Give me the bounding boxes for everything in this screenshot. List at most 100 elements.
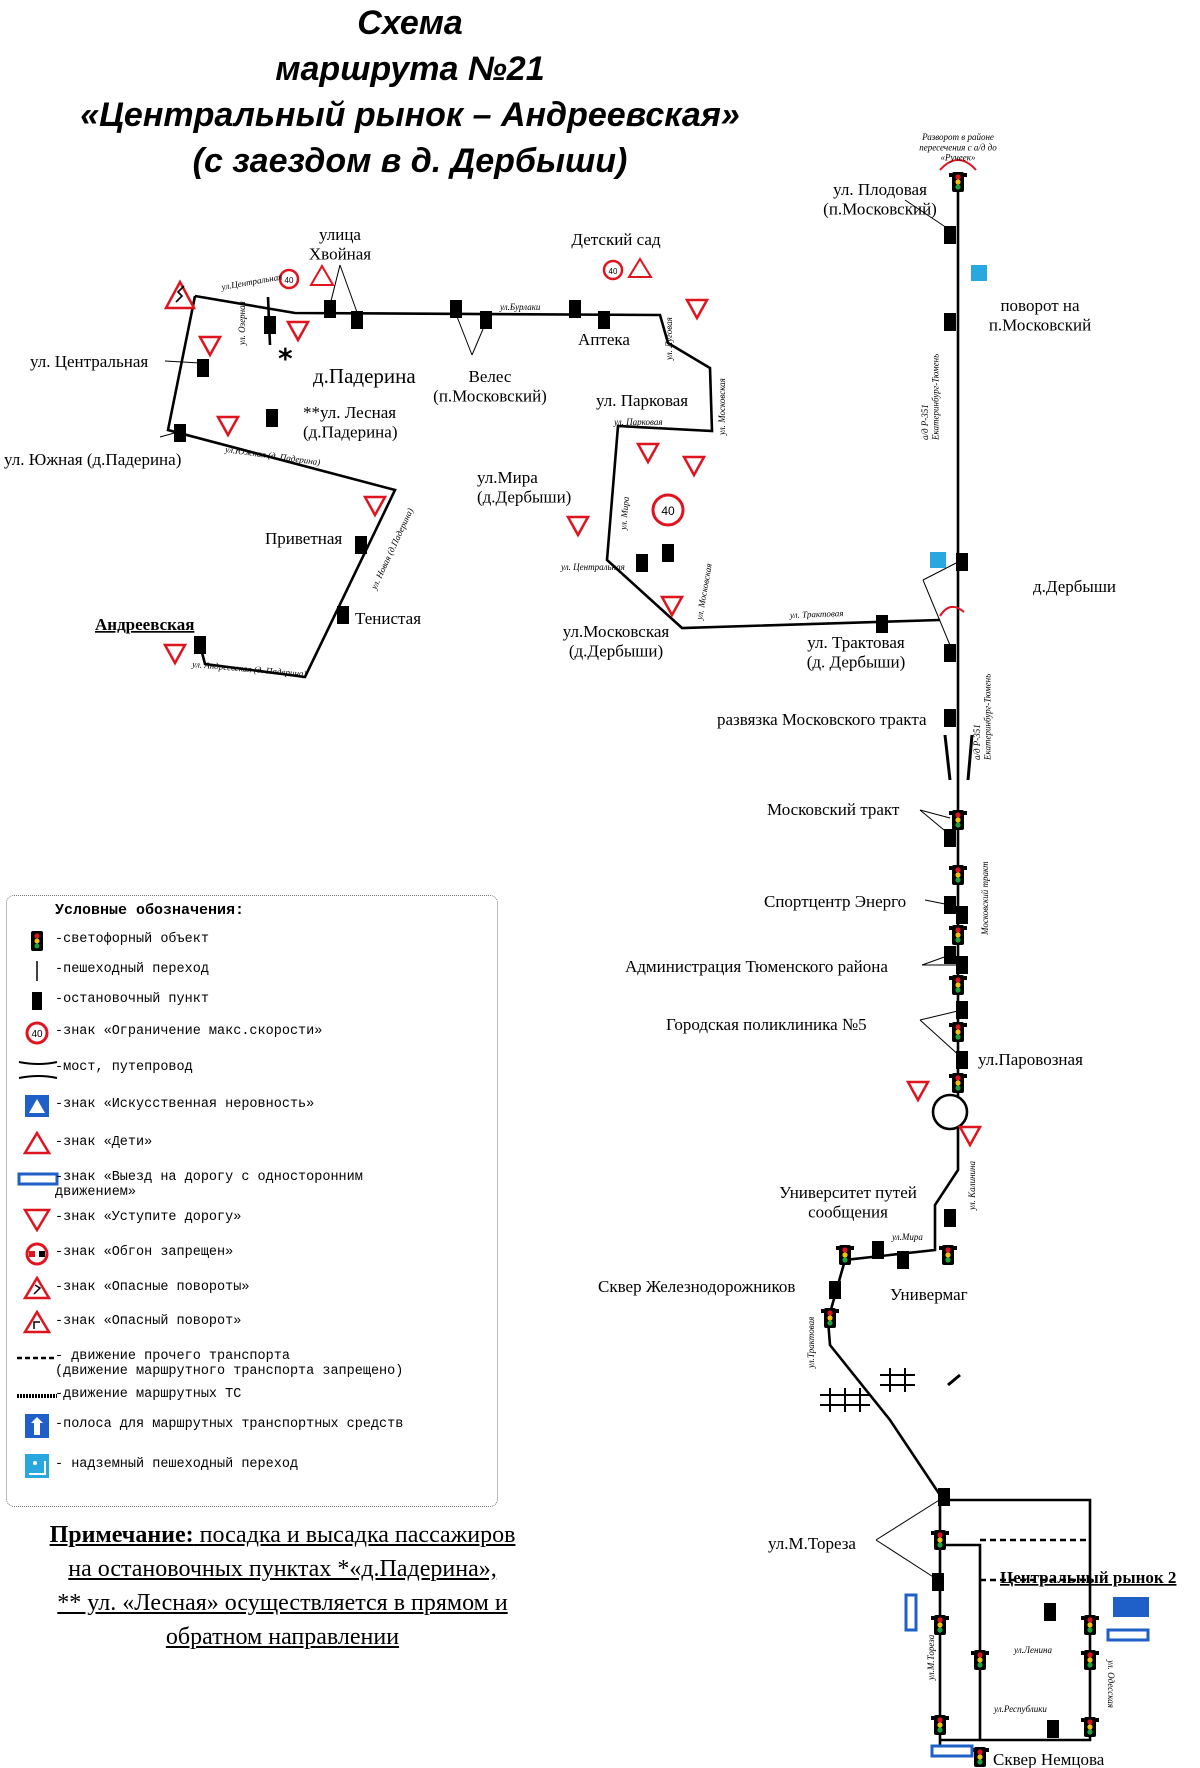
- legend-item-label: -светофорный объект: [55, 932, 209, 947]
- asterisk-marker: *: [278, 342, 293, 375]
- street-label: ул.Трактовая: [806, 1317, 816, 1369]
- legend-item-label: -движение маршрутных ТС: [55, 1387, 242, 1402]
- street-label: ул. Трактовая: [789, 608, 844, 620]
- stop-label-parkovaya: ул. Парковая: [596, 391, 688, 410]
- stop-label-andreevskaya: Андреевская: [95, 615, 194, 634]
- pedestrian-bridge-icon: [17, 1453, 59, 1479]
- svg-text:40: 40: [31, 1029, 43, 1040]
- traffic-light-icon: [17, 928, 59, 954]
- title-line-4: (с заездом в д. Дербыши): [192, 142, 628, 180]
- legend-item-label: -знак «Ограничение макс.скорости»: [55, 1024, 323, 1039]
- legend-item: -знак «Искусственная неровность»: [7, 1091, 497, 1121]
- note: Примечание: посадка и высадка пассажиров…: [0, 1518, 565, 1654]
- stop-label-veles: Велес(п.Московский): [433, 367, 547, 406]
- note-text-1: посадка и высадка пассажиров: [193, 1522, 516, 1548]
- legend-item: - надземный пешеходный переход: [7, 1451, 497, 1481]
- street-label: ул. Новая (д.Падерина): [368, 507, 415, 592]
- street-label: а/д Р-351Екатеринбург-Тюмень: [920, 354, 940, 441]
- title-line-1: Схема: [357, 4, 463, 42]
- svg-text:40: 40: [609, 267, 618, 276]
- legend-item-label: -знак «Искусственная неровность»: [55, 1097, 315, 1112]
- street-label: Московский тракт: [980, 861, 990, 936]
- stop-label-parovoznaya: ул.Паровозная: [978, 1050, 1083, 1069]
- legend-item-label: -знак «Опасные повороты»: [55, 1280, 250, 1295]
- legend-item: -знак «Обгон запрещен»: [7, 1239, 497, 1269]
- street-label: ул.Мира: [891, 1232, 923, 1242]
- legend-title: Условные обозначения:: [55, 902, 245, 919]
- street-label: ул. Парковая: [613, 417, 663, 427]
- legend-item-label: -остановочный пункт: [55, 992, 209, 1007]
- bridge-symbol: [943, 734, 974, 1387]
- note-label: Примечание:: [49, 1522, 194, 1548]
- svg-text:40: 40: [285, 276, 294, 285]
- label-leaders: [159, 199, 963, 1581]
- legend-item-label: -пешеходный переход: [55, 962, 209, 977]
- legend-item: -светофорный объект: [7, 926, 497, 956]
- legend-item: -знак «Уступите дорогу»: [7, 1204, 497, 1234]
- legend-item: -знак «Опасные повороты»: [7, 1274, 497, 1304]
- legend-item-label: -знак «Выезд на дорогу с односторонним д…: [55, 1170, 363, 1200]
- legend-item: 40 -знак «Ограничение макс.скорости»: [7, 1018, 497, 1048]
- speed-bump-sign-icon: [17, 1093, 59, 1119]
- stop-label-tsentralnaya: ул. Центральная: [30, 352, 148, 371]
- children-sign-icon: [309, 257, 653, 286]
- dangerous-turns-sign-icon: [17, 1275, 59, 1302]
- legend-item-label: - надземный пешеходный переход: [55, 1457, 299, 1472]
- bus-lane-icon: [17, 1413, 59, 1439]
- stop-label-administratsiya: Администрация Тюменского района: [625, 957, 888, 976]
- stop-label-paderina: д.Падерина: [313, 364, 416, 388]
- street-label: а/д Р-351Екатеринбург-Тюмень: [972, 674, 992, 761]
- map-title: Схема маршрута №21 «Центральный рынок – …: [0, 0, 820, 184]
- street-label: ул.Южная (д. Падерина): [224, 444, 321, 467]
- legend-item-label: -знак «Опасный поворот»: [55, 1314, 242, 1329]
- stop-label-lesnaya: **ул. Лесная(д.Падерина): [303, 403, 397, 442]
- one-way-exit-sign-icon: [17, 1166, 59, 1192]
- street-label: ул.М.Тореза: [926, 1634, 936, 1681]
- legend-item: -знак «Опасный поворот»: [7, 1308, 497, 1338]
- dangerous-turn-sign-icon: [17, 1309, 59, 1336]
- yield-sign-icon: [17, 1206, 59, 1233]
- pedestrian-crossing-icon: [17, 958, 59, 984]
- one-way-sign-icon: [904, 1593, 1150, 1758]
- other-traffic-line-icon: [17, 1345, 59, 1371]
- stop-label-derbyshi: д.Дербыши: [1033, 577, 1116, 596]
- bridge-icon: [17, 1056, 59, 1082]
- stop-label-plodovaya: ул. Плодовая(п.Московский): [823, 180, 937, 219]
- legend-item: -пешеходный переход: [7, 956, 497, 986]
- u-turn-arrow-icon: [939, 159, 977, 617]
- street-label: ул.Центральная: [220, 271, 283, 292]
- note-text-2: на остановочных пунктах *«д.Падерина»,: [68, 1556, 497, 1582]
- no-overtaking-sign-icon: [17, 1241, 59, 1267]
- stop-label-tsentr-rynok: Центральный рынок 2: [1000, 1568, 1176, 1587]
- title-line-3: «Центральный рынок – Андреевская»: [80, 96, 740, 134]
- stop-label-detsky-sad: Детский сад: [571, 230, 661, 249]
- stop-label-moskovskaya-derbyshi: ул.Московская(д.Дербыши): [563, 622, 670, 661]
- street-label: ул. Московская: [717, 378, 727, 436]
- pedestrian-bridge-icon: [930, 265, 987, 568]
- street-label: ул.Бурлаки: [499, 302, 541, 312]
- route-traffic-line-icon: [17, 1383, 59, 1409]
- note-text-4: обратном направлении: [165, 1624, 400, 1650]
- street-label: ул. Московская: [694, 563, 714, 622]
- children-sign-icon: [17, 1130, 59, 1157]
- street-label: ул. Озерная: [237, 301, 247, 346]
- legend-item: -знак «Выезд на дорогу с односторонним д…: [7, 1164, 497, 1200]
- stop-label-tenistaya: Тенистая: [355, 609, 421, 628]
- stop-label-sportcentr: Спортцентр Энерго: [764, 892, 906, 911]
- stop-label-razvyazka: развязка Московского тракта: [717, 710, 927, 729]
- legend-item-label: -знак «Обгон запрещен»: [55, 1245, 234, 1260]
- legend-item-label: -знак «Дети»: [55, 1135, 153, 1150]
- legend-item-label: -полоса для маршрутных транспортных сред…: [55, 1417, 404, 1432]
- legend-item-label: -мост, путепровод: [55, 1060, 193, 1075]
- dangerous-turns-sign-icon: [163, 279, 197, 310]
- title-line-2: маршрута №21: [275, 50, 545, 88]
- street-label: ул. Одесская: [1106, 1659, 1116, 1708]
- note-text-3: ** ул. «Лесная» осуществляется в прямом …: [57, 1590, 508, 1616]
- roundabout: [931, 1093, 969, 1131]
- speed-limit-sign-icon: 40: [17, 1020, 59, 1046]
